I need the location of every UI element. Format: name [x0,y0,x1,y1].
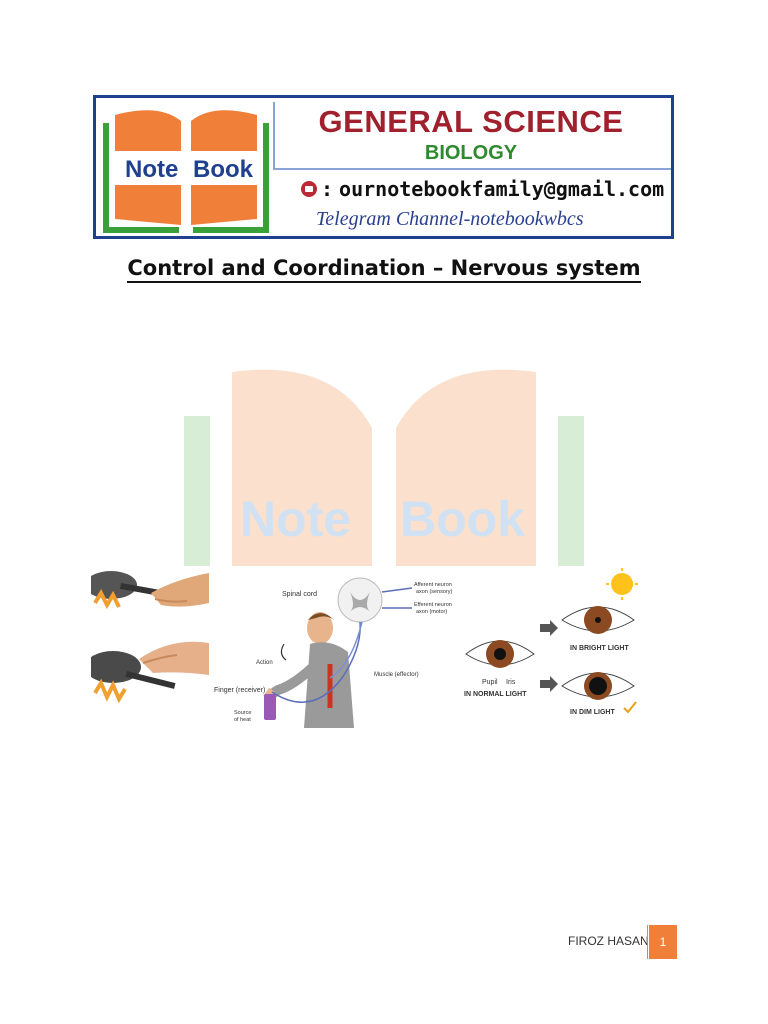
label-spinal-cord: Spinal cord [282,591,317,598]
banner-divider [273,168,671,170]
label-efferent-1: Efferent neuron [414,602,452,608]
label-finger: Finger (receiver) [214,687,265,694]
label-pupil: Pupil [482,679,498,686]
reflex-arc-diagram: Spinal cord Afferent neuron axon (sensor… [214,577,453,728]
email-row: : ournotebookfamily@gmail.com [301,176,664,202]
label-source-2: of heat [234,717,251,723]
mail-icon [301,181,317,197]
arrow-right-icon [540,676,558,692]
footer-author: FIROZ HASAN [568,934,649,948]
label-normal-light: IN NORMAL LIGHT [464,691,527,698]
label-efferent-2: axon (motor) [416,609,447,615]
telegram-channel[interactable]: Telegram Channel-notebookwbcs [316,208,584,230]
banner-title: GENERAL SCIENCE [318,104,624,139]
header-banner: Note Book GENERAL SCIENCE BIOLOGY : ourn… [93,95,674,239]
email-prefix: : [321,177,334,201]
pupil-light-diagram: IN BRIGHT LIGHT IN DIM LIGHT Pupil Iris … [464,568,638,716]
notebook-logo: Note Book [103,110,269,233]
notebook-watermark: Note Book [184,369,584,566]
label-afferent-2: axon (sensory) [416,589,453,595]
email-address[interactable]: ournotebookfamily@gmail.com [339,177,665,201]
watermark-word-book: Book [400,491,525,547]
check-icon [623,701,637,714]
arrow-right-icon [540,620,558,636]
page-number: 1 [649,925,677,959]
footer-separator [647,925,648,959]
page-title: Control and Coordination – Nervous syste… [0,256,768,283]
label-action: Action [256,660,273,666]
logo-word-book: Book [193,156,254,183]
sun-icon [611,573,633,595]
label-dim-light: IN DIM LIGHT [570,709,615,716]
label-afferent-1: Afferent neuron [414,582,452,588]
label-muscle: Muscle (effector) [374,672,419,678]
banner-subtitle: BIOLOGY [424,142,518,164]
page-title-text: Control and Coordination – Nervous syste… [127,256,641,283]
logo-word-note: Note [125,156,178,183]
hand-pan-illustration [91,571,209,704]
label-iris: Iris [506,679,516,686]
label-bright-light: IN BRIGHT LIGHT [570,645,629,652]
watermark-word-note: Note [240,491,351,547]
label-source-1: Source [234,710,251,716]
banner-divider-vertical [273,102,275,168]
